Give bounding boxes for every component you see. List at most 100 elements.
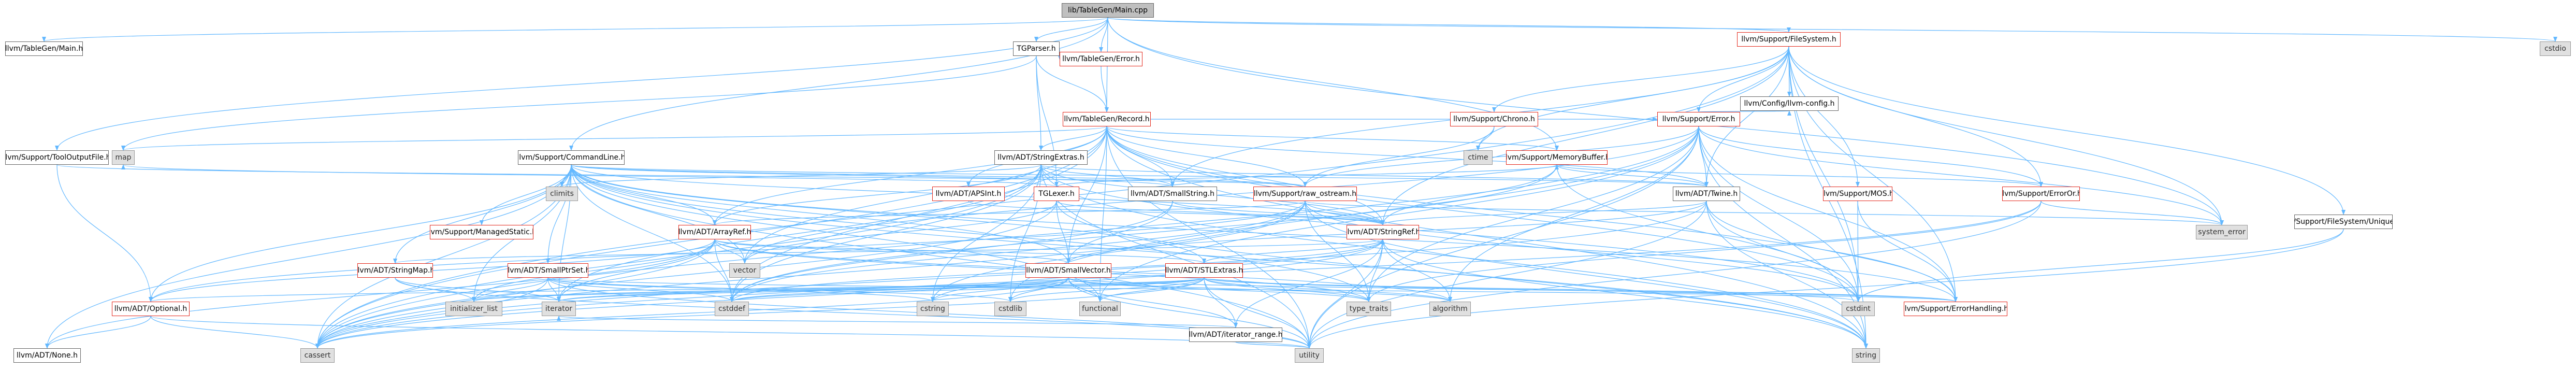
edge-memorybuffer-to-twine bbox=[1556, 164, 1709, 187]
graph-node-cstddef[interactable]: cstddef bbox=[715, 302, 749, 316]
graph-node-tablegen-main-h[interactable]: llvm/TableGen/Main.h bbox=[5, 41, 83, 56]
graph-node-cstdlib[interactable]: cstdlib bbox=[994, 302, 1026, 316]
edge-smallvector-to-cassert bbox=[315, 277, 1069, 349]
edge-strextras-to-smallstring bbox=[1040, 164, 1175, 187]
edge-tglexer-to-string bbox=[1056, 201, 1868, 349]
graph-node-managedstatic-h[interactable]: llvm/Support/ManagedStatic.h bbox=[430, 225, 533, 239]
graph-node-functional[interactable]: functional bbox=[1079, 302, 1121, 316]
edge-stlextras-to-iterator bbox=[557, 277, 1205, 302]
graph-node-tablegen-error-h[interactable]: llvm/TableGen/Error.h bbox=[1060, 52, 1142, 66]
graph-node-iterator-range-h[interactable]: llvm/ADT/iterator_range.h bbox=[1189, 328, 1282, 342]
graph-node-tooloutputfile-h[interactable]: llvm/Support/ToolOutputFile.h bbox=[5, 150, 109, 165]
graph-node-none-h[interactable]: llvm/ADT/None.h bbox=[13, 348, 81, 363]
edge-uniqueid-to-utility bbox=[1307, 229, 2344, 349]
edge-smallvector-to-cstdlib bbox=[1008, 277, 1069, 302]
edge-rawostream-to-system_error bbox=[1305, 201, 2224, 225]
graph-node-utility[interactable]: utility bbox=[1295, 348, 1324, 363]
edge-cmdline-to-twine bbox=[571, 164, 1709, 187]
graph-node-raw-ostream-h[interactable]: llvm/Support/raw_ostream.h bbox=[1253, 187, 1357, 201]
edge-smallvector-to-cstddef bbox=[730, 277, 1069, 302]
edge-stringref-to-iterrange bbox=[1234, 239, 1383, 328]
edge-rawostream-to-optional bbox=[149, 201, 1306, 302]
graph-node-stringref-h[interactable]: llvm/ADT/StringRef.h bbox=[1347, 225, 1419, 239]
graph-node-memorybuffer-h[interactable]: llvm/Support/MemoryBuffer.h bbox=[1506, 150, 1608, 165]
edge-arrayref-to-cstddef bbox=[714, 239, 734, 302]
edge-smallptrset-to-cstddef bbox=[547, 277, 734, 302]
edge-smallvector-to-initlist bbox=[472, 277, 1069, 302]
graph-node-type-traits[interactable]: type_traits bbox=[1347, 302, 1391, 316]
edge-rawostream-to-string bbox=[1305, 201, 1868, 349]
graph-node-chrono-h[interactable]: llvm/Support/Chrono.h bbox=[1450, 112, 1538, 126]
graph-node-smallptrset-h[interactable]: llvm/ADT/SmallPtrSet.h bbox=[508, 263, 588, 278]
graph-node-erroror-h[interactable]: llvm/Support/ErrorOr.h bbox=[2002, 187, 2080, 201]
graph-node-string[interactable]: string bbox=[1852, 348, 1880, 363]
edge-tgrecord-to-strextras bbox=[1039, 126, 1107, 151]
edge-twine-to-stringref bbox=[1381, 201, 1707, 225]
edge-smallvector-to-utility bbox=[1068, 277, 1311, 349]
edge-tgrecord-to-string bbox=[1106, 126, 1868, 349]
graph-node-filesystem-h[interactable]: llvm/Support/FileSystem.h bbox=[1737, 32, 1841, 47]
edge-root-to-tgparser bbox=[1034, 17, 1108, 42]
graph-node-root[interactable]: lib/TableGen/Main.cpp bbox=[1062, 3, 1154, 18]
edge-superror-to-rawostream bbox=[1303, 126, 1699, 187]
edge-stlextras-to-algorithm bbox=[1204, 277, 1452, 302]
graph-node-stlextras-h[interactable]: llvm/ADT/STLExtras.h bbox=[1165, 263, 1243, 278]
edge-cmdline-to-none bbox=[45, 164, 572, 349]
graph-node-map[interactable]: map bbox=[112, 150, 135, 165]
edge-toolout-to-rawostream bbox=[56, 164, 1307, 187]
edge-root-to-cmdline bbox=[569, 17, 1108, 151]
graph-node-tgparser-h[interactable]: TGParser.h bbox=[1013, 41, 1060, 56]
graph-node-tablegen-record-h[interactable]: llvm/TableGen/Record.h bbox=[1063, 112, 1151, 126]
graph-node-stringextras-h[interactable]: llvm/ADT/StringExtras.h bbox=[994, 150, 1088, 165]
graph-node-vector[interactable]: vector bbox=[729, 263, 760, 278]
graph-node-twine-h[interactable]: llvm/ADT/Twine.h bbox=[1673, 187, 1740, 201]
graph-node-ctime[interactable]: ctime bbox=[1464, 150, 1493, 165]
edge-rawostream-to-cstdint bbox=[1305, 201, 1860, 302]
graph-node-commandline-h[interactable]: llvm/Support/CommandLine.h bbox=[518, 150, 625, 165]
graph-node-iterator[interactable]: iterator bbox=[542, 302, 576, 316]
edge-twine-to-errhandling bbox=[1706, 201, 1958, 302]
edge-tgparser-to-map bbox=[121, 55, 1037, 151]
graph-node-optional-h[interactable]: llvm/ADT/Optional.h bbox=[112, 302, 190, 316]
graph-node-arrayref-h[interactable]: llvm/ADT/ArrayRef.h bbox=[678, 225, 751, 239]
edge-tglexer-to-map bbox=[121, 164, 1057, 187]
edge-rawostream-to-arrayref bbox=[713, 201, 1306, 225]
edge-rawostream-to-typetraits bbox=[1305, 201, 1371, 302]
graph-node-system-error[interactable]: system_error bbox=[2196, 225, 2248, 239]
graph-node-smallstring-h[interactable]: llvm/ADT/SmallString.h bbox=[1128, 187, 1217, 201]
edge-filesystem-to-chrono bbox=[1492, 46, 1789, 112]
graph-node-cstring[interactable]: cstring bbox=[917, 302, 949, 316]
graph-node-support-error-h[interactable]: llvm/Support/Error.h bbox=[1657, 112, 1740, 126]
graph-node-cstdio[interactable]: cstdio bbox=[2540, 41, 2571, 56]
edge-stringref-to-stlextras bbox=[1202, 239, 1383, 264]
graph-node-climits[interactable]: climits bbox=[546, 187, 578, 201]
edge-smallstring-to-stringref bbox=[1172, 201, 1385, 225]
edge-smallptrset-to-cassert bbox=[315, 277, 548, 349]
graph-node-stringmap-h[interactable]: llvm/ADT/StringMap.h bbox=[357, 263, 433, 278]
edge-cmdline-to-stringmap bbox=[393, 164, 572, 264]
edge-arrayref-to-none bbox=[45, 239, 715, 349]
graph-node-smallvector-h[interactable]: llvm/ADT/SmallVector.h bbox=[1025, 263, 1111, 278]
edge-cmdline-to-smallstring bbox=[571, 164, 1175, 187]
graph-node-apsint-h[interactable]: llvm/ADT/APSInt.h bbox=[932, 187, 1005, 201]
graph-node-initializer-list[interactable]: initializer_list bbox=[445, 302, 502, 316]
graph-node-tglexer-h[interactable]: TGLexer.h bbox=[1034, 187, 1079, 201]
graph-node-llvm-config-h[interactable]: llvm/Config/llvm-config.h bbox=[1740, 96, 1839, 111]
edge-filesystem-to-errhandling bbox=[1788, 46, 1958, 302]
edge-tglexer-to-vector bbox=[743, 201, 1057, 264]
edge-iterrange-to-utility bbox=[1235, 341, 1311, 349]
graph-node-mos-h[interactable]: llvm/Support/MOS.h bbox=[1823, 187, 1892, 201]
edge-stringmap-to-iterator bbox=[395, 277, 561, 302]
graph-node-cassert[interactable]: cassert bbox=[300, 348, 335, 363]
graph-node-errorhandling-h[interactable]: llvm/Support/ErrorHandling.h bbox=[1904, 302, 2007, 316]
graph-node-algorithm[interactable]: algorithm bbox=[1429, 302, 1471, 316]
edge-stlextras-to-functional bbox=[1098, 277, 1205, 302]
edge-arrayref-to-vector bbox=[714, 239, 747, 264]
edge-root-to-memorybuffer bbox=[1107, 17, 1559, 151]
graph-node-cstdint[interactable]: cstdint bbox=[1842, 302, 1875, 316]
edge-rawostream-to-cassert bbox=[315, 201, 1306, 349]
edge-cmdline-to-utility bbox=[571, 164, 1311, 349]
edge-cmdline-to-vector bbox=[571, 164, 747, 264]
graph-node-uniqueid-h[interactable]: llvm/Support/FileSystem/UniqueID.h bbox=[2294, 215, 2393, 229]
edge-errorerr-to-typetraits bbox=[1367, 201, 2042, 302]
